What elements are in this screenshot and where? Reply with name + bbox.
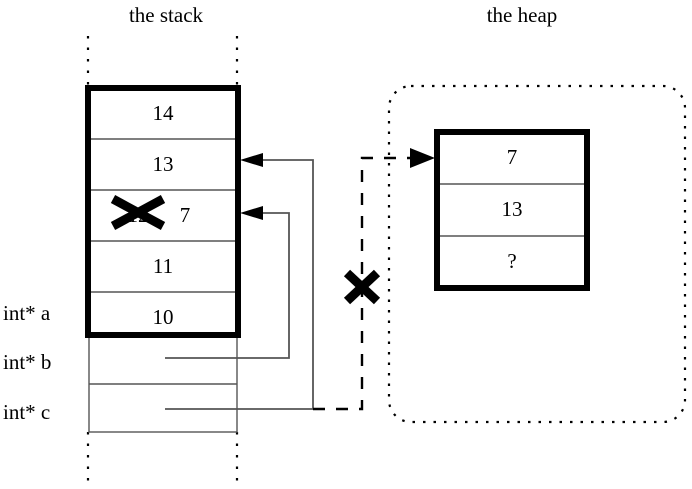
stack-cell-value-1: 14 — [152, 101, 174, 125]
variable-label-a: int* a — [3, 301, 51, 325]
variable-label-c: int* c — [3, 400, 51, 424]
cross-out-dashed-pointer-icon — [343, 269, 381, 305]
heap-block — [434, 129, 590, 291]
stack-block — [85, 85, 241, 338]
stack-variable-frame — [88, 334, 238, 433]
stack-title: the stack — [128, 3, 204, 27]
stack-cell-annotation-3: 7 — [179, 203, 191, 227]
stack-cell-value-4: 11 — [152, 254, 174, 278]
heap-cell-value-1: 7 — [506, 145, 518, 169]
heap-boundary — [387, 84, 687, 424]
pointer-c-to-heap-dashed — [313, 148, 435, 411]
heap-cell-value-3: ? — [507, 249, 517, 273]
pointer-b-to-stack-cell — [165, 206, 290, 359]
arrowhead-c — [240, 153, 263, 167]
stack-cell-value-5: 10 — [152, 305, 174, 329]
stack-cell-value-3: 12 — [127, 203, 149, 227]
pointer-c-to-stack-cell — [165, 153, 314, 410]
arrowhead-b — [240, 206, 263, 220]
heap-title: the heap — [486, 3, 558, 27]
arrowhead-heap — [410, 148, 435, 168]
heap-cell-value-2: 13 — [501, 197, 523, 221]
cross-out-stack-value-icon — [110, 195, 166, 230]
stack-cell-value-2: 13 — [152, 152, 174, 176]
variable-label-b: int* b — [3, 350, 52, 374]
